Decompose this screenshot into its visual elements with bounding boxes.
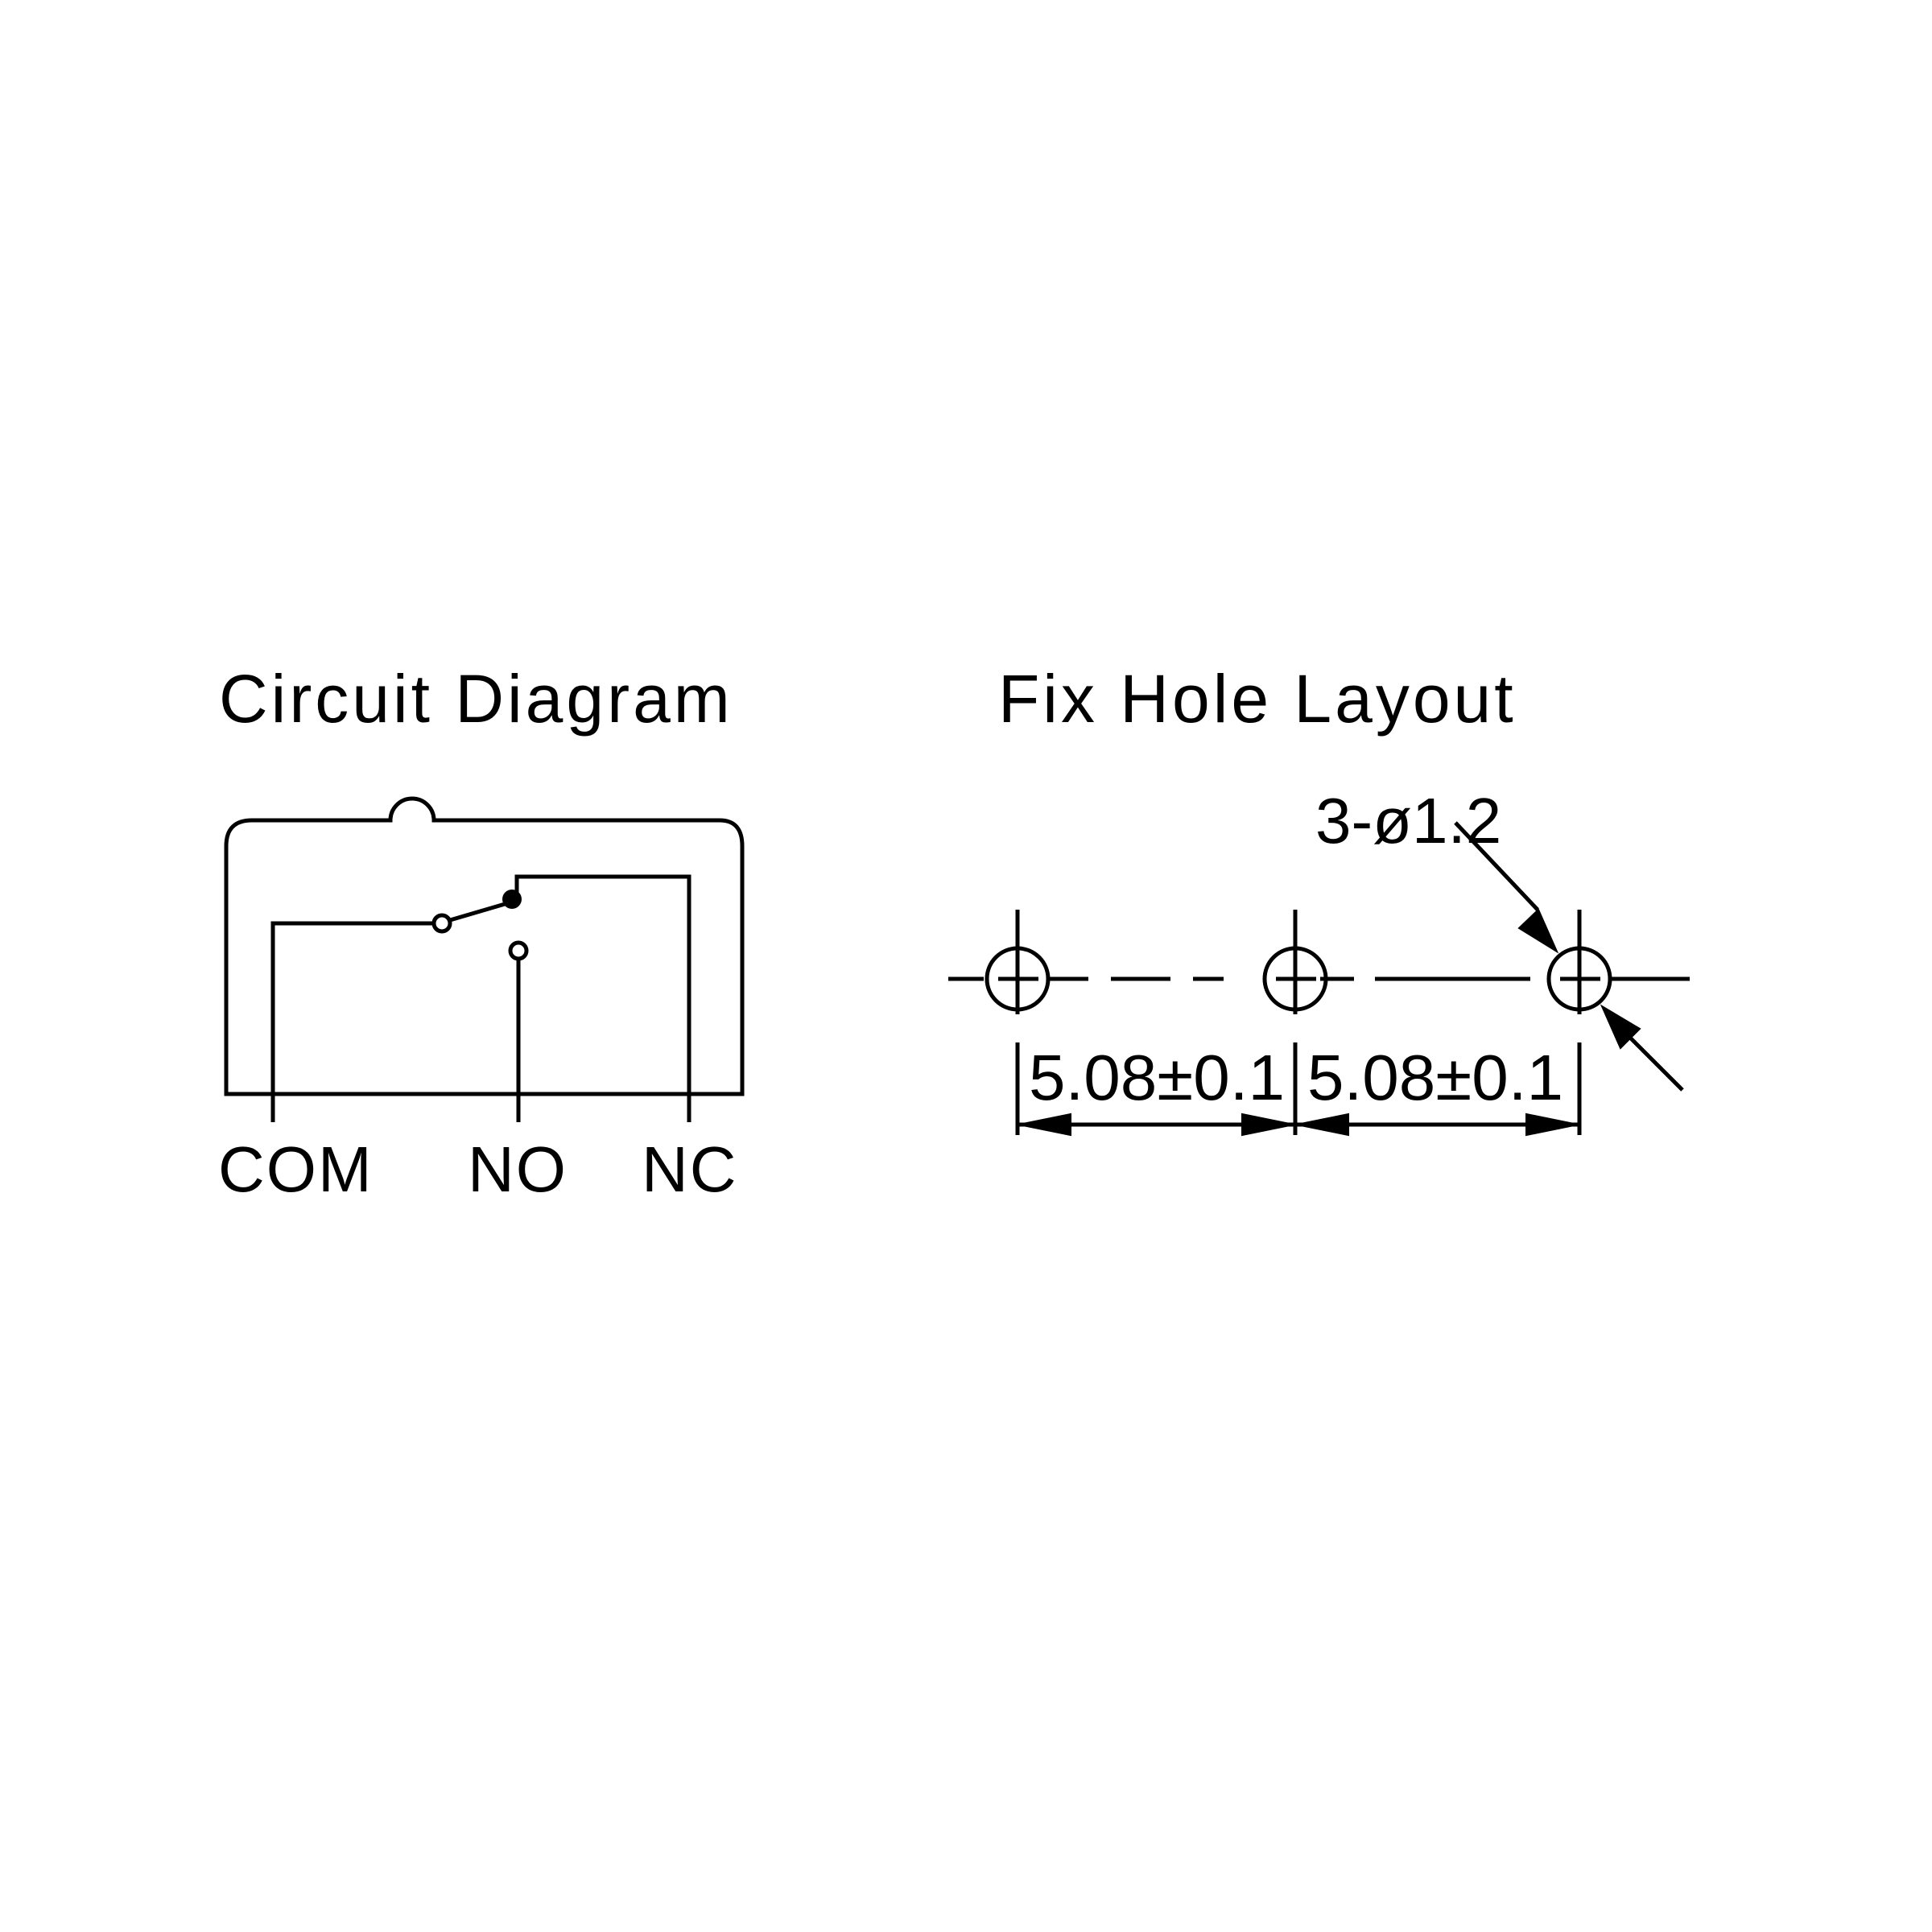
- circuit-diagram: Circuit Diagram COM NO NC: [218, 661, 745, 1205]
- diameter-leader-upper: [1454, 821, 1559, 954]
- com-wire: [270, 921, 434, 1122]
- pin-label-nc: NC: [642, 1133, 738, 1205]
- pin-label-com: COM: [218, 1133, 374, 1205]
- fix-hole-layout: Fix Hole Layout: [948, 661, 1690, 1137]
- switch-housing-outline: [224, 796, 745, 1096]
- hole-diameter-callout: 3-ø1.2: [1315, 785, 1501, 857]
- com-contact-point: [431, 913, 452, 934]
- contact-lever: [449, 900, 511, 923]
- spacing-dimension-line: [1018, 1113, 1579, 1137]
- spacing-dimension-right: 5.08±0.1: [1307, 1042, 1563, 1113]
- fix-hole-2: [1262, 910, 1328, 1135]
- nc-wire: [514, 874, 691, 1122]
- pin-label-no: NO: [468, 1133, 568, 1205]
- fix-hole-layout-title: Fix Hole Layout: [998, 661, 1517, 737]
- spacing-dimension-left: 5.08±0.1: [1029, 1042, 1285, 1113]
- fix-hole-3: [1546, 910, 1612, 1135]
- circuit-diagram-title: Circuit Diagram: [219, 661, 733, 737]
- fix-hole-1: [985, 910, 1051, 1135]
- diameter-leader-lower: [1600, 1004, 1684, 1092]
- no-contact-point: [508, 940, 529, 961]
